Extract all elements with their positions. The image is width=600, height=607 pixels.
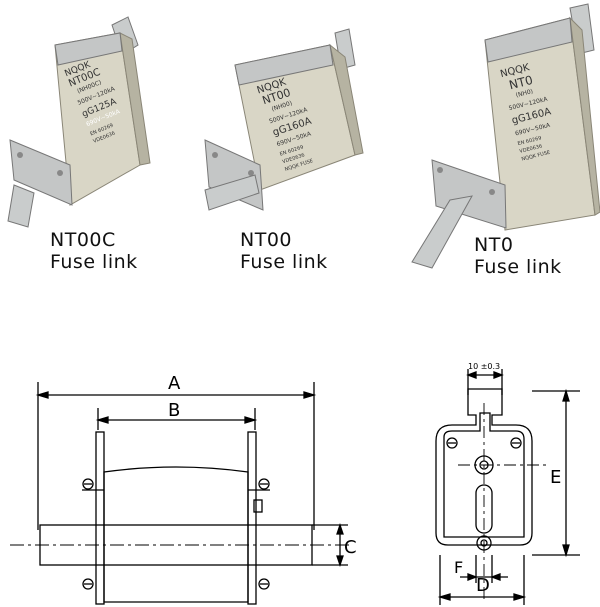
body-text-line: NT0	[508, 73, 535, 92]
model-label: NT00C	[50, 229, 116, 251]
body-text-line: (NH0)	[515, 88, 534, 99]
type-label: Fuse link	[474, 256, 562, 278]
model-label: NT00	[240, 229, 292, 251]
model-label: NT0	[474, 234, 514, 256]
dim-c-label: C	[344, 537, 357, 558]
side-view-drawing: A B C	[10, 373, 357, 605]
body-text-line: EN 60269	[517, 135, 542, 147]
fuse-photo-nt0: NQQK NT0 (NH0) 500V~120kA gG160A 690V~50…	[411, 3, 600, 269]
end-view-drawing: 10 ±0.3 E D F	[435, 362, 580, 605]
dim-f-label: F	[454, 558, 463, 577]
dim-d-label: D	[476, 575, 490, 596]
body-text-line: VDE0636	[519, 143, 543, 154]
caption-nt00c: NT00C Fuse link	[50, 229, 138, 273]
type-label: Fuse link	[240, 251, 328, 273]
fuse-photo-nt00: NQQK NT00 (NH00) 500V~120kA gG160A 690V~…	[204, 28, 364, 211]
dim-e-label: E	[550, 467, 561, 488]
top-dimension-label: 10 ±0.3	[468, 362, 500, 371]
caption-nt00: NT00 Fuse link	[240, 229, 328, 273]
dim-b-label: B	[168, 400, 180, 421]
dim-a-label: A	[168, 373, 181, 394]
fuse-photo-nt00c: NQQK NT00C (NH00C) 500V~120kA gG125A 690…	[7, 16, 151, 228]
type-label: Fuse link	[50, 251, 138, 273]
caption-nt0: NT0 Fuse link	[474, 234, 562, 278]
